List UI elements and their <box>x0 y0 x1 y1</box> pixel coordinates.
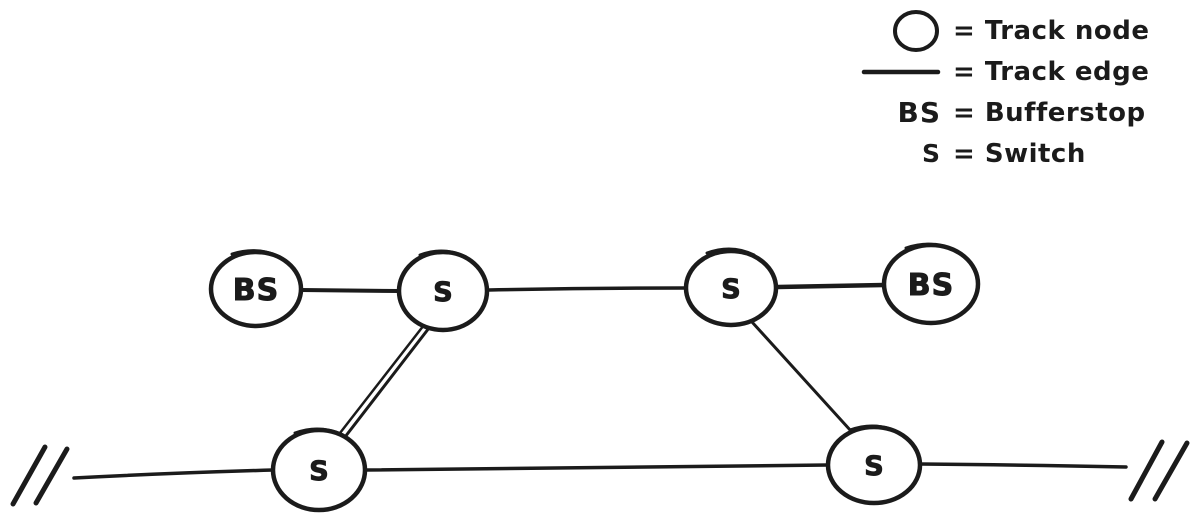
node-switch-top-right: S <box>683 247 779 328</box>
legend-symbol-bs: BS <box>897 96 941 129</box>
edge-stopleft-stopright <box>487 286 687 292</box>
edge-stopright-bsright <box>775 282 887 290</box>
edge-left-continuation <box>72 468 275 480</box>
legend-label-bufferstop: = Bufferstop <box>953 97 1146 128</box>
node-switch-top-left: S <box>396 249 490 333</box>
edge-right-continuation <box>918 462 1128 469</box>
track-node-circle-icon <box>845 9 941 52</box>
edge-stopleft-sbottomleft <box>338 323 431 439</box>
edge-bsleft-stopleft <box>299 288 401 293</box>
legend-label-track-edge: = Track edge <box>953 56 1150 87</box>
legend-label-track-node: = Track node <box>953 15 1150 46</box>
break-mark-left-icon <box>10 444 70 507</box>
node-label: BS <box>908 268 954 303</box>
node-bufferstop-top-left: BS <box>208 249 304 329</box>
legend-symbol-s: S <box>921 139 941 168</box>
edge-stopright-sbottomright <box>750 320 853 433</box>
edge-sbottomleft-sbottomright <box>363 463 830 472</box>
node-label: S <box>721 274 740 305</box>
node-label: S <box>433 277 452 308</box>
track-edge-line-icon <box>845 51 941 92</box>
node-switch-bottom-left: S <box>270 427 368 513</box>
node-label: S <box>864 451 883 482</box>
break-mark-right-icon <box>1128 439 1190 502</box>
node-switch-bottom-right: S <box>825 424 923 506</box>
legend-label-switch: = Switch <box>953 138 1086 169</box>
node-label: S <box>309 456 328 487</box>
legend: = Track node = Track edge BS = Buffersto… <box>845 9 1155 174</box>
node-label: BS <box>233 273 279 308</box>
node-bufferstop-top-right: BS <box>881 242 981 326</box>
